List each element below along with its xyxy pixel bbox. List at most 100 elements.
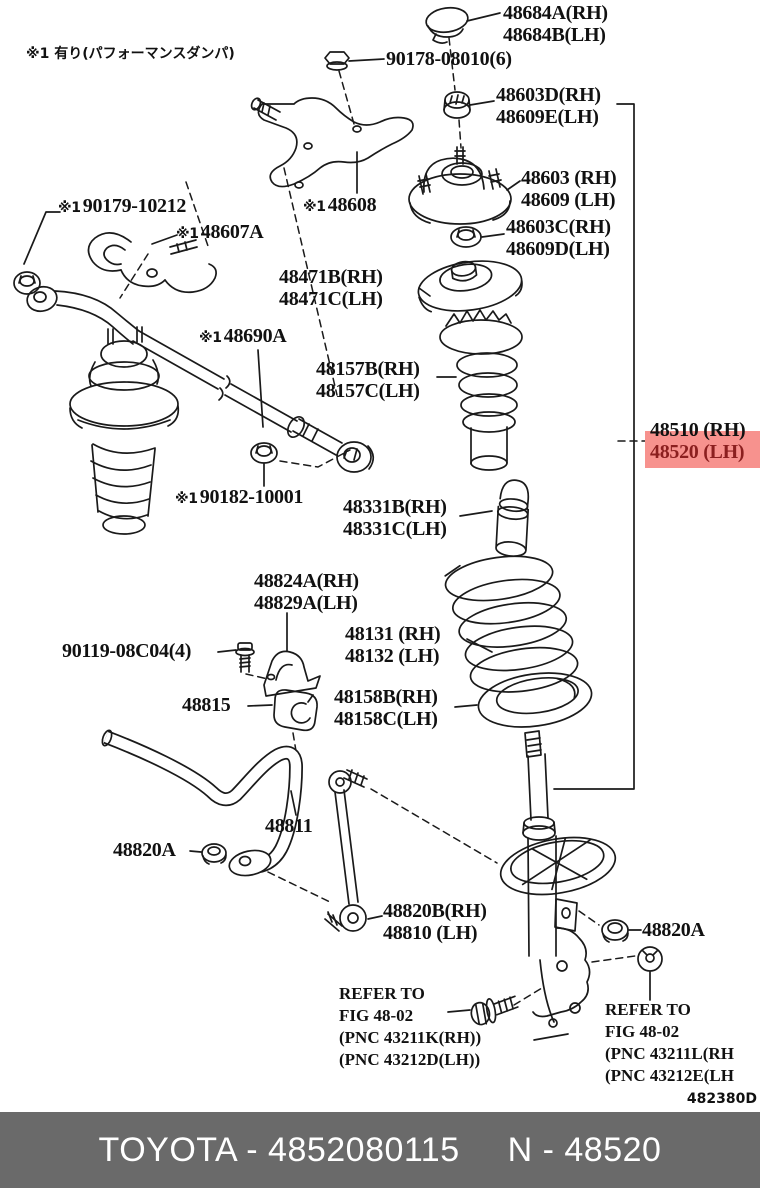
part-number-line: 48158C(LH) [334, 708, 438, 730]
part-number-line: 48603D(RH) [496, 84, 601, 106]
assembly-bracket-line [554, 104, 649, 789]
label-mount-bolt: 90178-08010(6) [386, 48, 512, 70]
refer-line: REFER TO [339, 984, 425, 1003]
part-number-line: 48603C(RH) [506, 216, 611, 238]
label-spring-bumper: 48331B(RH) 48331C(LH) [343, 496, 447, 540]
label-dust-cover: 48157B(RH) 48157C(LH) [316, 358, 420, 402]
label-strut-mount: 48603 (RH) 48609 (LH) [521, 167, 617, 211]
strut-mount-icon [409, 147, 520, 224]
upper-seat-leader [419, 288, 430, 296]
part-number-line: 48158B(RH) [334, 686, 438, 708]
refer-line: (PNC 43212D(LH)) [339, 1050, 481, 1069]
part-number-line: 48603 (RH) [521, 167, 617, 189]
bracket-48608-icon [186, 97, 413, 395]
spring-bumper-leader [460, 511, 492, 516]
footer-catalog-number: TOYOTA - 4852080115 [98, 1130, 460, 1169]
note-marker: ※1 [199, 330, 222, 346]
note-marker: ※1 [58, 200, 81, 216]
label-stabilizer-bush: 48815 [182, 694, 231, 716]
refer-line: REFER TO [605, 1000, 691, 1019]
part-number-line: 48471B(RH) [279, 266, 383, 288]
support-nut-icon [451, 227, 504, 247]
knuckle-bolt-icon [469, 994, 519, 1026]
part-number-line: 48820A [113, 839, 176, 861]
diagram-line-art [0, 0, 760, 1112]
label-stabilizer-nut-right: 48820A [642, 919, 705, 941]
part-number-line: 48132 (LH) [345, 645, 440, 667]
damper-nut-icon [251, 443, 350, 486]
mount-nut-icon [444, 38, 494, 148]
label-refer-right: REFER TO FIG 48-02 (PNC 43211L(RH (PNC 4… [605, 999, 734, 1087]
stabilizer-bar-icon [101, 729, 330, 902]
stabilizer-nut-left-icon [190, 844, 226, 864]
stabilizer-bracket-icon [264, 613, 320, 696]
label-lower-insulator: 48158B(RH) 48158C(LH) [334, 686, 438, 730]
part-number-line: 48609E(LH) [496, 106, 599, 128]
part-number-line: 48690A [223, 325, 287, 347]
stabilizer-link-icon [325, 770, 497, 931]
label-stabilizer-link: 48820B(RH) 48810 (LH) [383, 900, 487, 944]
refer-line: (PNC 43212E(LH [605, 1066, 734, 1085]
note-marker: ※1 [175, 491, 198, 507]
part-number-line: 48471C(LH) [279, 288, 383, 310]
part-number-line: 48811 [265, 815, 313, 837]
misc-leader-lines [24, 212, 263, 427]
part-number-line: 48815 [182, 694, 231, 716]
part-number-line: 90179-10212 [82, 195, 187, 217]
spring-bumper-icon [493, 479, 533, 558]
label-refer-left: REFER TO FIG 48-02 (PNC 43211K(RH)) (PNC… [339, 983, 481, 1071]
shock-absorber-icon [496, 731, 635, 1040]
refer-line: FIG 48-02 [339, 1006, 414, 1025]
lower-insulator-icon [475, 666, 595, 733]
label-mount-nut: 48603D(RH) 48609E(LH) [496, 84, 601, 128]
knuckle-bolt-leader [448, 1010, 470, 1012]
highlight-box [645, 431, 760, 468]
upper-spring-seat-icon [415, 254, 525, 317]
label-upper-seat: 48471B(RH) 48471C(LH) [279, 266, 383, 310]
label-stabilizer-nut-left: 48820A [113, 839, 176, 861]
label-support-nut: 48603C(RH) 48609D(LH) [506, 216, 611, 260]
part-number-line: 48820A [642, 919, 705, 941]
coil-spring-leader [467, 639, 492, 652]
coil-spring-icon [443, 548, 581, 699]
dust-cover-icon [437, 310, 522, 470]
stabilizer-bush-icon [248, 690, 317, 757]
part-number-line: 48157C(LH) [316, 380, 420, 402]
part-number-line: 48829A(LH) [254, 592, 358, 614]
label-coil-spring: 48131 (RH) 48132 (LH) [345, 623, 441, 667]
label-bracket-bolt: 90119-08C04(4) [62, 640, 191, 662]
damper-clamp-icon [88, 233, 216, 298]
part-number-line: 90182-10001 [199, 486, 304, 508]
strut-cap-icon [425, 5, 500, 43]
note-marker: ※1 [176, 226, 199, 242]
left-strut-boot-icon [70, 327, 178, 534]
part-number-line: 48810 (LH) [383, 922, 478, 944]
refer-line: (PNC 43211L(RH [605, 1044, 734, 1063]
mount-bolt-icon [325, 52, 384, 124]
note-performance-damper: ※1 有り(パフォーマンスダンパ) [26, 46, 235, 62]
footer-part-number: N - 48520 [507, 1130, 662, 1169]
part-number-line: 48684B(LH) [503, 24, 606, 46]
lower-insulator-leader [455, 705, 477, 707]
part-number-line: 48609 (LH) [521, 189, 616, 211]
part-number-line: 90119-08C04(4) [62, 640, 192, 662]
part-number-line: 48331B(RH) [343, 496, 447, 518]
label-strut-cap: 48684A(RH) 48684B(LH) [503, 2, 608, 46]
performance-damper-icon [14, 272, 373, 472]
stabilizer-nut-right-icon [602, 920, 641, 942]
part-number-line-highlighted: 48520 (LH) [650, 441, 745, 463]
label-shock-absorber: 48510 (RH) 48520 (LH) [650, 419, 746, 463]
part-number-line: 48331C(LH) [343, 518, 447, 540]
note-marker: ※1 [303, 199, 326, 215]
part-number-line: 48131 (RH) [345, 623, 441, 645]
part-number-line: 48510 (RH) [650, 419, 746, 441]
label-stabilizer-bar: 48811 [265, 815, 313, 837]
part-number-line: 48607A [200, 221, 264, 243]
part-number-line: 48820B(RH) [383, 900, 487, 922]
figure-code: 482380D [686, 1091, 757, 1107]
